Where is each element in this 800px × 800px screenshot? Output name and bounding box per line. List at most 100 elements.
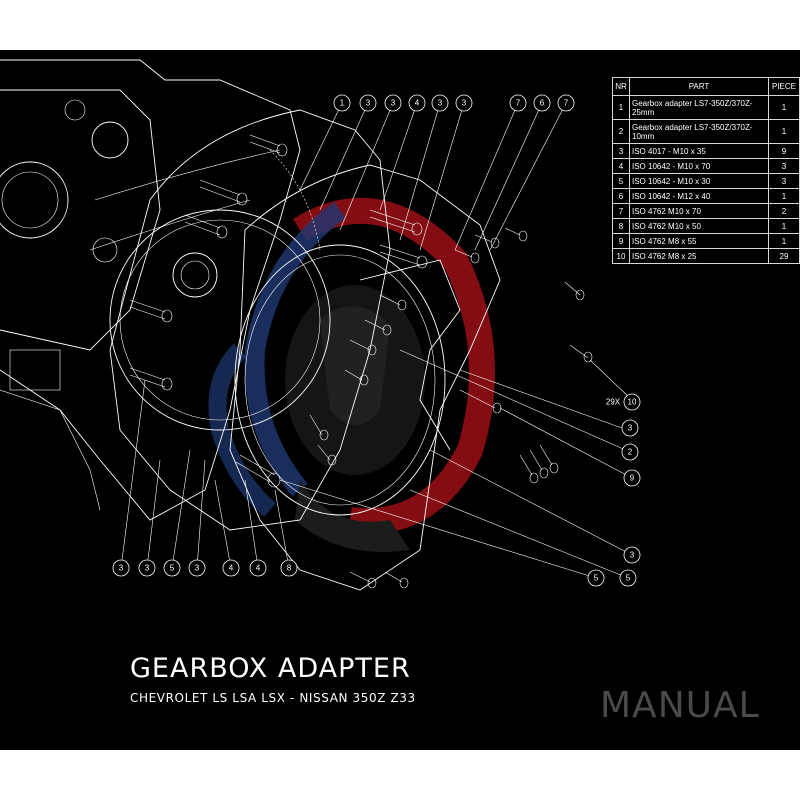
row-part: Gearbox adapter LS7-350Z/370Z-25mm xyxy=(629,95,769,120)
svg-text:4: 4 xyxy=(229,564,234,573)
engine-block xyxy=(0,59,301,521)
callout-bubble: 6 xyxy=(533,94,551,112)
svg-text:3: 3 xyxy=(628,424,633,433)
bell-housing-plate xyxy=(109,109,391,531)
svg-text:4: 4 xyxy=(415,99,420,108)
callouts-bottom: 3 3 5 3 4 4 8 5 xyxy=(112,559,605,587)
callout-bubble: 7 xyxy=(557,94,575,112)
callouts-right: 29X 10 3 2 9 3 5 xyxy=(606,393,641,587)
row-piece: 1 xyxy=(768,119,800,144)
callout-bubble: 3 xyxy=(623,546,641,564)
svg-text:5: 5 xyxy=(594,574,599,583)
product-subtitle: CHEVROLET LS LSA LSX - NISSAN 350Z Z33 xyxy=(130,691,416,705)
row-part: ISO 4762 M8 x 25 xyxy=(629,248,769,264)
callouts-top: 1 3 3 4 3 3 7 6 7 xyxy=(333,94,575,112)
row-part: ISO 4762 M10 x 50 xyxy=(629,218,769,234)
callout-bubble: 9 xyxy=(623,469,641,487)
row-piece: 2 xyxy=(768,203,800,219)
exploded-view-drawing: 1 3 3 4 3 3 7 6 7 29X 10 3 2 9 3 5 3 3 5… xyxy=(0,59,641,591)
callout-bubble: 10 xyxy=(623,393,641,411)
svg-text:2: 2 xyxy=(628,448,633,457)
row-nr: 1 xyxy=(612,95,630,120)
svg-text:7: 7 xyxy=(564,99,569,108)
svg-text:1: 1 xyxy=(340,99,345,108)
svg-text:8: 8 xyxy=(287,564,292,573)
product-title: GEARBOX ADAPTER xyxy=(130,653,411,684)
table-header-row: NR PART PIECE xyxy=(612,77,800,96)
callout-bubble: 4 xyxy=(249,559,267,577)
row-nr: 5 xyxy=(612,173,630,189)
column-header-piece: PIECE xyxy=(768,77,800,96)
svg-text:4: 4 xyxy=(256,564,261,573)
svg-text:10: 10 xyxy=(628,398,637,407)
callout-bubble: 5 xyxy=(587,569,605,587)
callout-bubble: 5 xyxy=(619,569,637,587)
svg-text:3: 3 xyxy=(119,564,124,573)
svg-text:3: 3 xyxy=(630,551,635,560)
row-part: ISO 10642 - M12 x 40 xyxy=(629,188,769,204)
svg-text:5: 5 xyxy=(626,574,631,583)
row-piece: 1 xyxy=(768,218,800,234)
row-part: Gearbox adapter LS7-350Z/370Z-10mm xyxy=(629,119,769,144)
svg-text:3: 3 xyxy=(145,564,150,573)
bolts xyxy=(129,134,593,589)
leader-lines xyxy=(120,102,633,579)
svg-text:3: 3 xyxy=(438,99,443,108)
svg-text:5: 5 xyxy=(170,564,175,573)
callout-bubble: 8 xyxy=(280,559,298,577)
callout-bubble: 3 xyxy=(188,559,206,577)
callout-bubble: 3 xyxy=(138,559,156,577)
row-nr: 4 xyxy=(612,158,630,174)
manual-label: MANUAL xyxy=(600,685,760,726)
watermark-logo xyxy=(208,197,495,552)
svg-text:9: 9 xyxy=(630,474,635,483)
column-header-nr: NR xyxy=(612,77,630,96)
callout-bubble: 3 xyxy=(112,559,130,577)
svg-text:6: 6 xyxy=(540,99,545,108)
quantity-label: 29X xyxy=(606,398,621,407)
row-piece: 3 xyxy=(768,173,800,189)
row-piece: 1 xyxy=(768,233,800,249)
row-part: ISO 4017 - M10 x 35 xyxy=(629,143,769,159)
callout-bubble: 4 xyxy=(222,559,240,577)
callout-bubble: 3 xyxy=(359,94,377,112)
row-part: ISO 4762 M10 x 70 xyxy=(629,203,769,219)
column-header-part: PART xyxy=(629,77,769,96)
svg-text:7: 7 xyxy=(516,99,521,108)
row-part: ISO 4762 M8 x 55 xyxy=(629,233,769,249)
callout-bubble: 2 xyxy=(621,443,639,461)
callout-bubble: 5 xyxy=(163,559,181,577)
callout-bubble: 7 xyxy=(509,94,527,112)
callout-bubble: 3 xyxy=(455,94,473,112)
row-nr: 7 xyxy=(612,203,630,219)
row-nr: 9 xyxy=(612,233,630,249)
svg-text:3: 3 xyxy=(366,99,371,108)
row-part: ISO 10642 - M10 x 70 xyxy=(629,158,769,174)
row-nr: 2 xyxy=(612,119,630,144)
diagram-sheet: 1 3 3 4 3 3 7 6 7 29X 10 3 2 9 3 5 3 3 5… xyxy=(0,50,800,750)
row-nr: 8 xyxy=(612,218,630,234)
svg-text:3: 3 xyxy=(195,564,200,573)
row-nr: 10 xyxy=(612,248,630,264)
callout-bubble: 4 xyxy=(408,94,426,112)
callout-bubble: 3 xyxy=(431,94,449,112)
callout-bubble: 1 xyxy=(333,94,351,112)
row-piece: 3 xyxy=(768,158,800,174)
row-nr: 6 xyxy=(612,188,630,204)
row-piece: 1 xyxy=(768,188,800,204)
row-piece: 29 xyxy=(768,248,800,264)
svg-text:3: 3 xyxy=(391,99,396,108)
svg-text:3: 3 xyxy=(462,99,467,108)
callout-bubble: 3 xyxy=(621,419,639,437)
